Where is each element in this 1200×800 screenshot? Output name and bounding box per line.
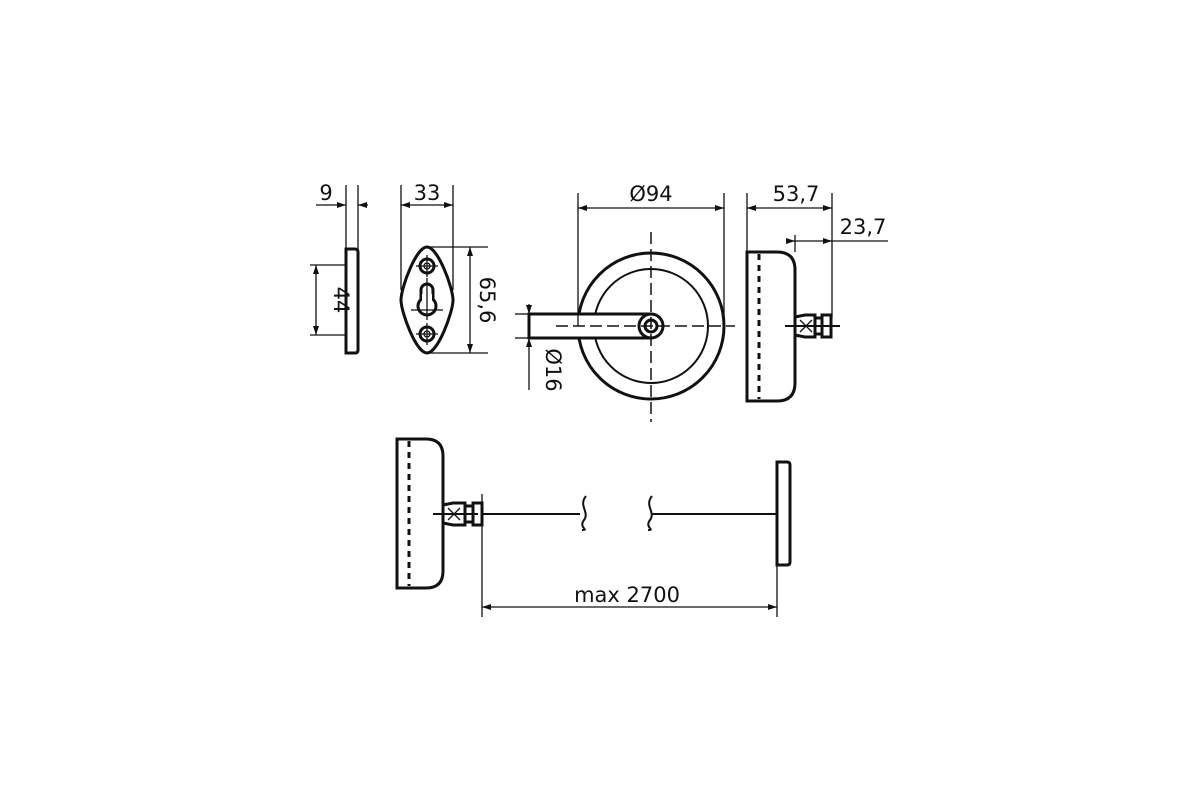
assembly-nozzle <box>433 501 484 527</box>
plate-thickness-dimension: 9 <box>316 181 368 249</box>
reel-front-view <box>527 232 735 422</box>
housing-depth-label: 53,7 <box>773 182 820 206</box>
bracket-height-label: 65,6 <box>475 277 499 324</box>
max-extension-label: max 2700 <box>574 583 680 607</box>
bracket-width-label: 33 <box>414 181 441 205</box>
reel-diameter-dimension: Ø94 <box>577 182 725 326</box>
housing-depth-dimension: 53,7 <box>746 182 833 318</box>
plate-side-view <box>344 247 360 355</box>
bracket-front-view <box>399 245 455 355</box>
bracket-width-dimension: 33 <box>400 181 454 290</box>
screw-hole-top <box>416 255 438 277</box>
plate-height-label: 44 <box>329 287 353 314</box>
max-extension-dimension: max 2700 <box>481 494 778 617</box>
assembly-reel-view <box>395 437 484 590</box>
nozzle-length-dimension: 23,7 <box>786 215 888 252</box>
reel-side-view <box>745 250 840 403</box>
bracket-height-dimension: 65,6 <box>427 246 499 354</box>
hub-diameter-label: Ø16 <box>541 348 565 391</box>
cable-outlet-nozzle <box>785 313 840 339</box>
plate-thickness-label: 9 <box>319 181 332 205</box>
screw-hole-bottom <box>416 323 438 345</box>
nozzle-length-label: 23,7 <box>840 215 887 239</box>
plate-height-dimension: 44 <box>310 264 353 336</box>
hub-diameter-dimension: Ø16 <box>515 304 565 392</box>
reel-diameter-label: Ø94 <box>629 182 672 206</box>
assembly-wall-plate <box>775 460 792 567</box>
assembly-cable <box>482 495 777 531</box>
